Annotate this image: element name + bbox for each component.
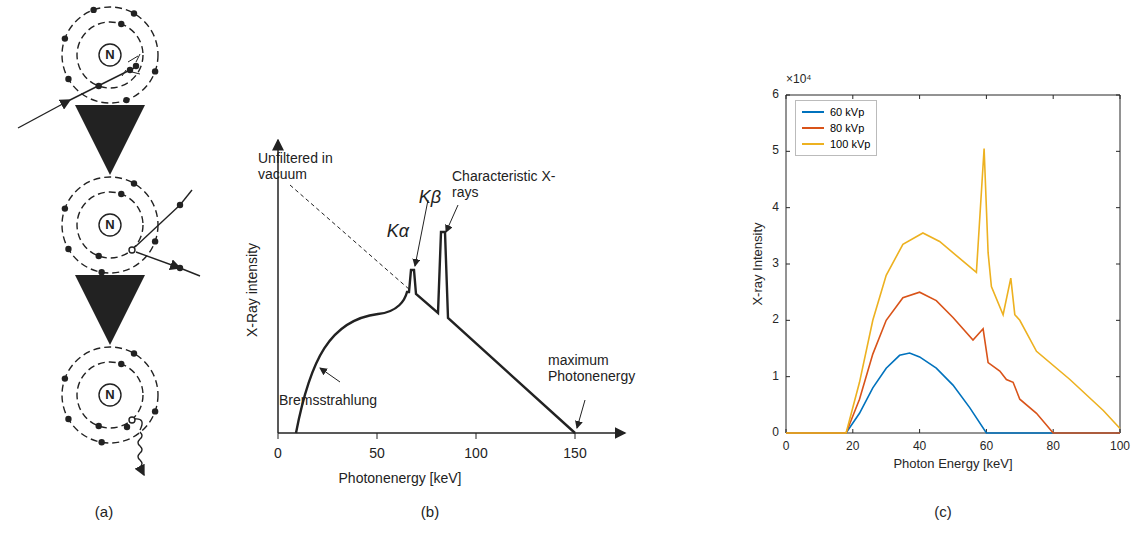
electron-dot [65, 76, 71, 82]
label: 5 [772, 144, 779, 158]
electron-dot [177, 265, 183, 271]
label: maximum Photonenergy [548, 352, 648, 384]
electron-dot [96, 253, 102, 259]
electron-dot [133, 63, 139, 69]
label: N [105, 388, 114, 403]
label: 2 [772, 313, 779, 327]
electron-dot [127, 67, 133, 73]
axis-title: X-ray Intensity [751, 222, 766, 305]
plot-line [786, 95, 1120, 433]
label: Kβ [419, 187, 441, 208]
electron-dot [96, 83, 102, 89]
label: 6 [772, 88, 779, 102]
label: 0 [772, 426, 779, 440]
electron-dot [62, 375, 68, 381]
label: N [105, 48, 114, 63]
electron-dot [131, 350, 137, 356]
plot-line [786, 95, 1120, 433]
label: 100 [464, 445, 487, 461]
label: 4 [772, 201, 779, 215]
electron-dot [123, 97, 129, 103]
label: Unfiltered in vacuum [258, 150, 358, 182]
label: 0 [274, 445, 282, 461]
label: Kα [387, 221, 409, 242]
electron-dot [96, 423, 102, 429]
label: 50 [369, 445, 385, 461]
legend-swatch [802, 109, 824, 115]
label: 20 [846, 440, 859, 454]
plot-line [786, 149, 1120, 434]
legend-row: 100 kVp [802, 136, 870, 152]
label: 1 [772, 370, 779, 384]
legend-swatch [802, 125, 824, 131]
electron-dot [118, 361, 124, 367]
electron-dot [131, 180, 137, 186]
electron-dot [118, 21, 124, 27]
electron-dot [177, 202, 183, 208]
electron-dot [131, 10, 137, 16]
electron-dot [152, 238, 158, 244]
electron-dot [62, 35, 68, 41]
label: 100 [1110, 440, 1130, 454]
electron-dot [90, 7, 96, 13]
electron-dot [98, 439, 104, 445]
plot-line [786, 292, 1120, 433]
legend-text: 80 kVp [830, 122, 864, 134]
electron-dot [65, 246, 71, 252]
label: Characteristic X-rays [452, 168, 562, 200]
label: (c) [934, 503, 952, 520]
legend-row: 80 kVp [802, 120, 870, 136]
label: 80 [1047, 440, 1060, 454]
electron-dot [124, 424, 130, 430]
label: Bremsstrahlung [279, 392, 377, 408]
label: N [105, 218, 114, 233]
label: (b) [421, 503, 439, 520]
electron-dot [152, 408, 158, 414]
legend-row: 60 kVp [802, 104, 870, 120]
electron-dot [62, 205, 68, 211]
label: Photon Energy [keV] [893, 457, 1012, 472]
label: 60 [980, 440, 993, 454]
electron-dot [118, 191, 124, 197]
legend-text: 60 kVp [830, 106, 864, 118]
plot-line [786, 353, 1120, 433]
electron-dot [152, 68, 158, 74]
label: 40 [913, 440, 926, 454]
legend-swatch [802, 141, 824, 147]
legend-text: 100 kVp [830, 138, 870, 150]
label: (a) [95, 503, 113, 520]
electron-dot [65, 416, 71, 422]
label: ×10⁴ [786, 73, 812, 87]
label: 150 [563, 445, 586, 461]
label: 0 [783, 440, 790, 454]
legend: 60 kVp 80 kVp 100 kVp [795, 100, 877, 156]
label: Photonenergy [keV] [339, 470, 462, 486]
electron-dot [98, 269, 104, 275]
label: 3 [772, 257, 779, 271]
axis-title: X-Ray intensity [244, 243, 260, 337]
